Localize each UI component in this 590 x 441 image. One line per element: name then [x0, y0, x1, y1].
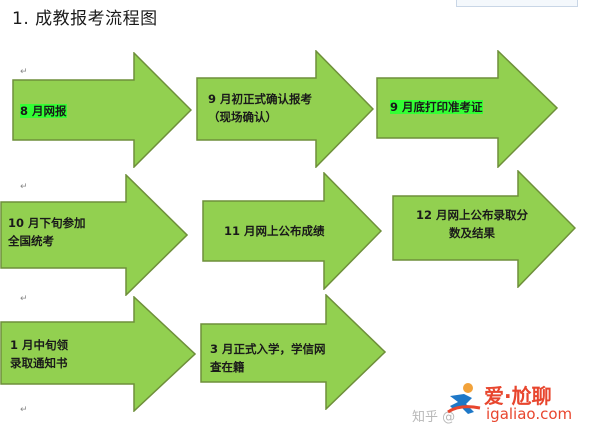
- step-5-label: 11 月网上公布成绩: [224, 224, 325, 238]
- step-2-line-1: 9 月初正式确认报考: [208, 92, 313, 106]
- step-4-line-1: 10 月下旬参加: [8, 216, 86, 230]
- flow-arrow-step-8: 3 月正式入学，学信网 查在籍: [200, 294, 386, 410]
- flow-arrow-step-2: 9 月初正式确认报考 （现场确认）: [196, 50, 374, 168]
- step-6-line-2: 数及结果: [449, 226, 495, 240]
- flow-arrow-step-4: 10 月下旬参加 全国统考: [0, 174, 188, 296]
- arrow-shape: [202, 172, 382, 290]
- top-text-box: [456, 0, 578, 7]
- arrow-shape: [0, 296, 196, 412]
- flow-arrow-step-6: 12 月网上公布录取分 数及结果: [392, 170, 576, 288]
- flow-arrow-step-1: 8 月网报: [12, 52, 192, 168]
- watermark-zhihu-text: 知乎 @: [412, 410, 456, 425]
- watermark-url: igaliao.com: [486, 405, 573, 423]
- flow-arrow-step-7: 1 月中旬领 录取通知书: [0, 296, 196, 412]
- step-6-line-1: 12 月网上公布录取分: [415, 208, 528, 222]
- step-1-label: 8 月网报: [20, 104, 67, 118]
- paragraph-mark: ↵: [20, 294, 28, 304]
- arrow-shape: [0, 174, 188, 296]
- watermark: 知乎 @ 爱·尬聊 igaliao.com: [406, 378, 590, 441]
- arrow-shape: [392, 170, 576, 288]
- arrow-shape: [12, 52, 192, 168]
- paragraph-mark: ↵: [20, 405, 28, 415]
- arrow-shape: [196, 50, 374, 168]
- step-2-line-2: （现场确认）: [208, 110, 277, 124]
- paragraph-mark: ↵: [20, 67, 28, 77]
- page-title: 1. 成教报考流程图: [12, 9, 158, 29]
- step-4-line-2: 全国统考: [8, 234, 54, 248]
- step-7-line-1: 1 月中旬领: [10, 338, 69, 352]
- arrow-shape: [200, 294, 386, 410]
- runner-logo-icon: [447, 383, 481, 414]
- step-8-line-2: 查在籍: [210, 360, 245, 374]
- watermark-brand: 爱·尬聊: [484, 384, 552, 408]
- step-8-line-1: 3 月正式入学，学信网: [210, 342, 326, 356]
- paragraph-mark: ↵: [20, 182, 28, 192]
- flow-arrow-step-5: 11 月网上公布成绩: [202, 172, 382, 290]
- step-3-label: 9 月底打印准考证: [390, 100, 483, 114]
- step-7-line-2: 录取通知书: [10, 356, 68, 370]
- flow-arrow-step-3: 9 月底打印准考证: [376, 50, 558, 168]
